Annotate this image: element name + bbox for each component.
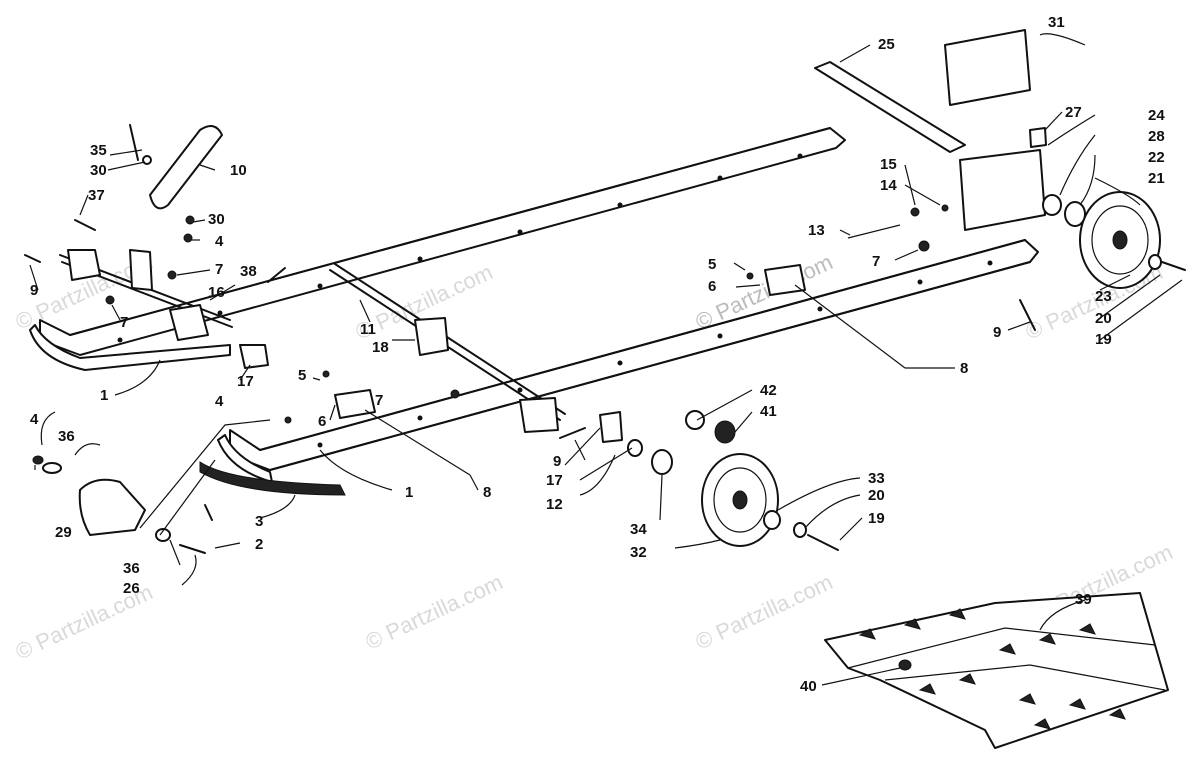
- rear-mount: [32, 419, 271, 554]
- track-section: [824, 592, 1169, 749]
- callout-7: 7: [872, 253, 880, 270]
- slide-part: [199, 461, 346, 496]
- callout-25: 25: [878, 36, 895, 53]
- callout-10: 10: [230, 162, 247, 179]
- rail-tip-rear: [29, 324, 231, 371]
- callout-37: 37: [88, 187, 105, 204]
- callout-11: 11: [360, 321, 376, 338]
- bolt-part: [364, 409, 471, 476]
- callout-9: 9: [30, 282, 38, 299]
- middle-axle: [329, 263, 623, 443]
- callout-7: 7: [375, 392, 383, 409]
- rear-bracket: [944, 29, 1031, 106]
- block-part: [334, 389, 376, 419]
- callout-7: 7: [215, 261, 223, 278]
- hardware: [24, 124, 1036, 521]
- callout-3: 3: [255, 513, 263, 530]
- watermark: © Partzilla.com: [692, 569, 837, 654]
- callout-6: 6: [318, 413, 326, 430]
- callout-30: 30: [208, 211, 225, 228]
- callout-1: 1: [100, 387, 108, 404]
- spacer-part: [1029, 127, 1047, 148]
- callout-13: 13: [808, 222, 825, 239]
- callout-41: 41: [760, 403, 777, 420]
- rear-bracket: [959, 149, 1046, 231]
- callout-32: 32: [630, 544, 647, 561]
- callouts: 1 1 2 3 4 4 4 5 5 6 6 7 7 7 7 8 8 9 9 9 …: [30, 14, 1165, 695]
- callout-15: 15: [880, 156, 897, 173]
- callout-9: 9: [993, 324, 1001, 341]
- callout-35: 35: [90, 142, 107, 159]
- callout-20: 20: [868, 487, 885, 504]
- leader-lines: [29, 33, 1183, 686]
- callout-12: 12: [546, 496, 563, 513]
- bolt-part: [794, 284, 906, 369]
- watermark: © Partzilla.com: [362, 569, 507, 654]
- callout-24: 24: [1148, 107, 1165, 124]
- rail-rear: [39, 127, 846, 356]
- rear-wheel: [1042, 191, 1186, 289]
- callout-29: 29: [55, 524, 72, 541]
- callout-23: 23: [1095, 288, 1112, 305]
- callout-5: 5: [298, 367, 306, 384]
- callout-21: 21: [1148, 170, 1165, 187]
- callout-17: 17: [237, 373, 254, 390]
- callout-19: 19: [868, 510, 885, 527]
- callout-16: 16: [208, 284, 225, 301]
- callout-36: 36: [58, 428, 75, 445]
- callout-1: 1: [405, 484, 413, 501]
- callout-8: 8: [960, 360, 968, 377]
- callout-14: 14: [880, 177, 897, 194]
- callout-34: 34: [630, 521, 647, 538]
- callout-33: 33: [868, 470, 885, 487]
- front-cross-shaft: [59, 249, 269, 369]
- callout-4: 4: [215, 233, 224, 250]
- callout-7: 7: [120, 314, 128, 331]
- callout-38: 38: [240, 263, 257, 280]
- front-wheel: [559, 410, 839, 551]
- callout-42: 42: [760, 382, 777, 399]
- callout-4: 4: [215, 393, 224, 410]
- callout-28: 28: [1148, 128, 1165, 145]
- block-part: [764, 264, 806, 296]
- callout-18: 18: [372, 339, 389, 356]
- callout-2: 2: [255, 536, 263, 553]
- arm-part: [149, 125, 223, 210]
- callout-9: 9: [553, 453, 561, 470]
- bolt-part: [847, 224, 901, 239]
- callout-4: 4: [30, 411, 39, 428]
- callout-17: 17: [546, 472, 563, 489]
- callout-19: 19: [1095, 331, 1112, 348]
- callout-5: 5: [708, 256, 716, 273]
- callout-6: 6: [708, 278, 716, 295]
- callout-27: 27: [1065, 104, 1082, 121]
- rear-cross-shaft: [814, 61, 966, 153]
- callout-31: 31: [1048, 14, 1065, 31]
- callout-22: 22: [1148, 149, 1165, 166]
- callout-8: 8: [483, 484, 491, 501]
- callout-26: 26: [123, 580, 140, 597]
- callout-20: 20: [1095, 310, 1112, 327]
- callout-36: 36: [123, 560, 140, 577]
- callout-30: 30: [90, 162, 107, 179]
- callout-39: 39: [1075, 591, 1092, 608]
- callout-40: 40: [800, 678, 817, 695]
